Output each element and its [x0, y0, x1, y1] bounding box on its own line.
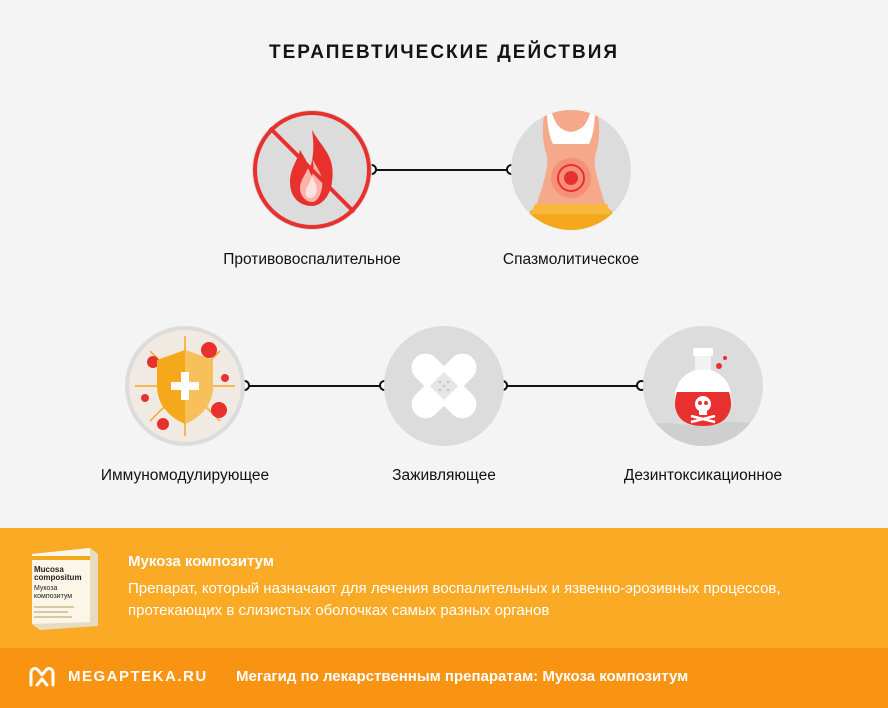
- action-anti-inflammatory: [252, 110, 372, 230]
- page-title: ТЕРАПЕВТИЧЕСКИЕ ДЕЙСТВИЯ: [268, 42, 620, 63]
- action-label: Заживляющее: [392, 467, 496, 484]
- icon-circle: [125, 326, 245, 446]
- logo-text[interactable]: MEGAPTEKA.RU: [68, 668, 208, 685]
- action-antispasmodic: [511, 110, 631, 230]
- svg-text:compositum: compositum: [34, 573, 82, 582]
- product-info-band: [0, 528, 888, 648]
- product-title: Мукоза композитум: [128, 553, 274, 570]
- product-description: Препарат, который назначают для лечения …: [128, 580, 781, 619]
- svg-text:Mucosa: Mucosa: [34, 565, 64, 574]
- action-label: Спазмолитическое: [502, 251, 640, 268]
- icon-circle: [511, 110, 631, 230]
- connector-line: [503, 385, 642, 387]
- product-box-image: Mucosa compositum Мукоза композитум: [28, 548, 100, 630]
- action-label: Дезинтоксикационное: [623, 467, 783, 484]
- action-detoxifying: [643, 326, 763, 446]
- footer-bar: [0, 648, 888, 708]
- connector-line: [245, 385, 385, 387]
- svg-text:композитум: композитум: [34, 593, 72, 600]
- connector-line: [372, 169, 512, 171]
- icon-circle: [643, 326, 763, 446]
- svg-text:Мукоза: Мукоза: [34, 585, 58, 592]
- action-immunomodulating: [125, 326, 245, 446]
- bandage-icon: [411, 353, 477, 419]
- icon-circle: [384, 326, 504, 446]
- action-label: Противовоспалительное: [223, 251, 401, 268]
- no-fire-icon: [253, 111, 371, 229]
- action-label: Иммуномодулирующее: [100, 467, 270, 484]
- shield-virus-icon: [129, 330, 241, 442]
- icon-circle: [252, 110, 372, 230]
- poison-bottle-icon: [643, 348, 763, 446]
- abdomen-pain-icon: [523, 110, 619, 230]
- action-healing: [384, 326, 504, 446]
- megapteka-logo-icon[interactable]: [28, 665, 56, 689]
- footer-caption: Мегагид по лекарственным препаратам: Мук…: [236, 668, 689, 685]
